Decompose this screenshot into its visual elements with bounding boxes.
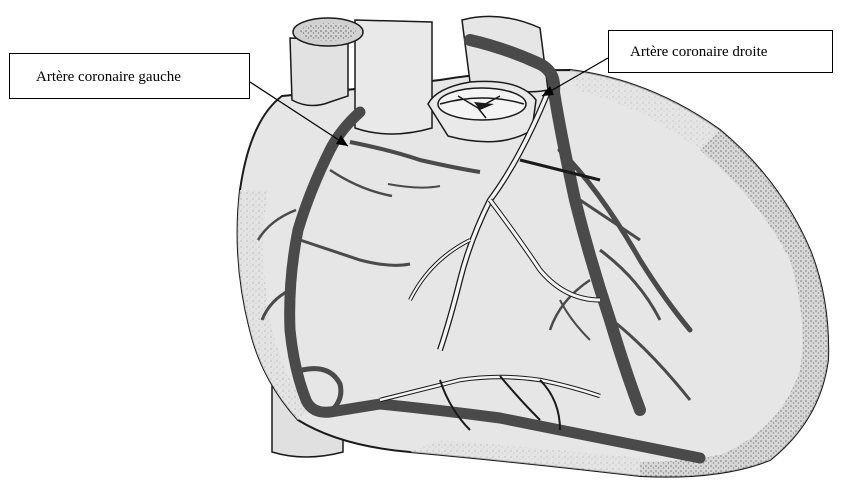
label-left-text: Artère coronaire gauche [36,69,181,85]
pulmonary-vessel-left [290,38,348,106]
label-left-coronary-artery: Artère coronaire gauche [9,53,250,99]
label-right-coronary-artery: Artère coronaire droite [608,30,833,73]
aorta [355,20,432,134]
label-right-text: Artère coronaire droite [630,44,767,60]
